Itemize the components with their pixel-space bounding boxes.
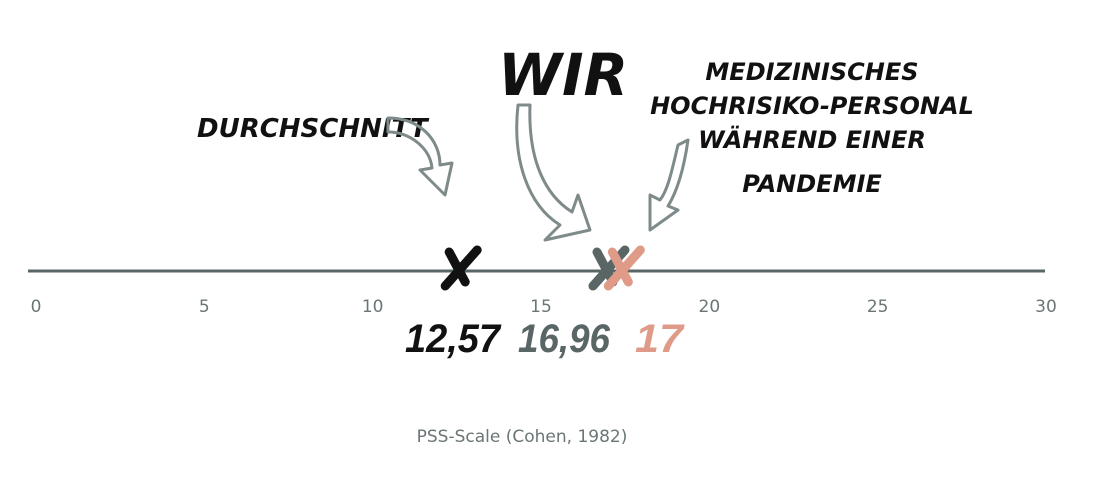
annotation-personal: MEDIZINISCHES HOCHRISIKO-PERSONAL WÄHREN… [650,58,974,198]
svg-text:MEDIZINISCHES: MEDIZINISCHES [705,58,918,86]
tick-label: 30 [1035,297,1057,317]
tick-label: 5 [199,297,210,317]
value-label: 17 [635,317,685,361]
tick-label: 10 [362,297,384,317]
tick-label: 15 [530,297,552,317]
arrow-personal-icon [648,138,690,232]
svg-text:WÄHREND EINER: WÄHREND EINER [698,125,926,154]
marker-x-icon [603,245,645,291]
arrow-durchschnitt-icon [386,116,454,197]
annotation-wir: WIR [498,41,628,109]
x-axis-label: PSS-Scale (Cohen, 1982) [417,427,628,447]
tick-label: 0 [31,297,42,317]
svg-text:PANDEMIE: PANDEMIE [742,170,882,198]
tick-label: 25 [867,297,889,317]
arrow-wir-icon [515,103,592,242]
marker-x-icon [440,245,482,291]
value-label: 16,96 [518,317,611,361]
value-label: 12,57 [405,317,502,361]
tick-label: 20 [699,297,721,317]
svg-text:HOCHRISIKO-PERSONAL: HOCHRISIKO-PERSONAL [650,92,974,120]
